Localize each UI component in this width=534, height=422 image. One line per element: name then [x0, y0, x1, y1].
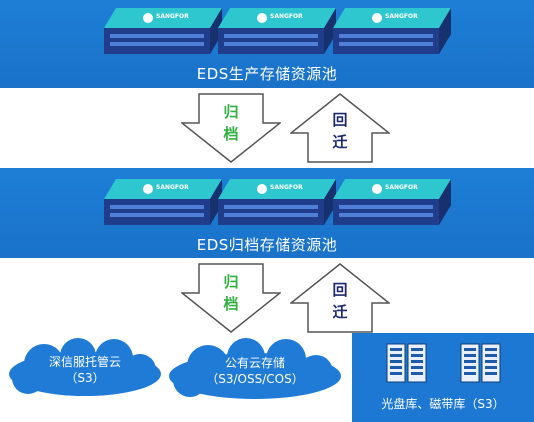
public-cloud-title: 公有云存储 [224, 356, 285, 370]
server-brand-label: SANGFOR [156, 184, 189, 191]
server-icon: SANGFOR [333, 177, 451, 231]
recall-arrow-char: 迁 [332, 303, 348, 321]
archive-arrow-char: 档 [223, 125, 239, 143]
archive-arrow-char: 归 [223, 273, 239, 291]
recall-arrow-char: 回 [332, 281, 348, 299]
archive-arrow-char: 档 [223, 295, 239, 313]
server-brand-label: SANGFOR [156, 13, 189, 20]
server-brand-label: SANGFOR [270, 184, 303, 191]
server-icon: SANGFOR [218, 177, 336, 231]
recall-arrow-char: 迁 [332, 133, 348, 151]
public-cloud-subtitle: （S3/OSS/COS） [206, 372, 304, 386]
server-brand-label: SANGFOR [270, 13, 303, 20]
archive-pool-band: SANGFOR SANGFOR SANGFOR EDS归档存储资源池 [0, 168, 534, 258]
server-icon: SANGFOR [104, 6, 222, 60]
archive-pool-label: EDS归档存储资源池 [196, 236, 338, 254]
server-rack-icon [460, 343, 502, 383]
recall-up-arrow: 回 迁 [288, 93, 392, 163]
server-icon: SANGFOR [333, 6, 451, 60]
tape-library-label: 光盘库、磁带库（S3） [381, 397, 505, 411]
cloud-icon [9, 338, 161, 396]
production-pool-label: EDS生产存储资源池 [196, 65, 338, 83]
hosted-cloud: 深信服托管云 （S3） [6, 338, 164, 400]
archive-arrow-char: 归 [223, 103, 239, 121]
recall-up-arrow: 回 迁 [288, 263, 392, 333]
server-icon: SANGFOR [104, 177, 222, 231]
server-brand-label: SANGFOR [385, 184, 418, 191]
hosted-cloud-subtitle: （S3） [65, 371, 105, 385]
production-pool-band: SANGFOR SANGFOR SANGFOR EDS生产存储资源池 [0, 0, 534, 88]
server-rack-icon [386, 343, 428, 383]
hosted-cloud-title: 深信服托管云 [48, 355, 121, 369]
cloud-icon [169, 338, 341, 399]
public-cloud: 公有云存储 （S3/OSS/COS） [166, 338, 344, 404]
recall-arrow-char: 回 [332, 111, 348, 129]
archive-down-arrow: 归 档 [179, 263, 283, 333]
server-icon: SANGFOR [218, 6, 336, 60]
tape-library-box: 光盘库、磁带库（S3） [352, 333, 534, 422]
archive-down-arrow: 归 档 [179, 93, 283, 163]
server-brand-label: SANGFOR [385, 13, 418, 20]
